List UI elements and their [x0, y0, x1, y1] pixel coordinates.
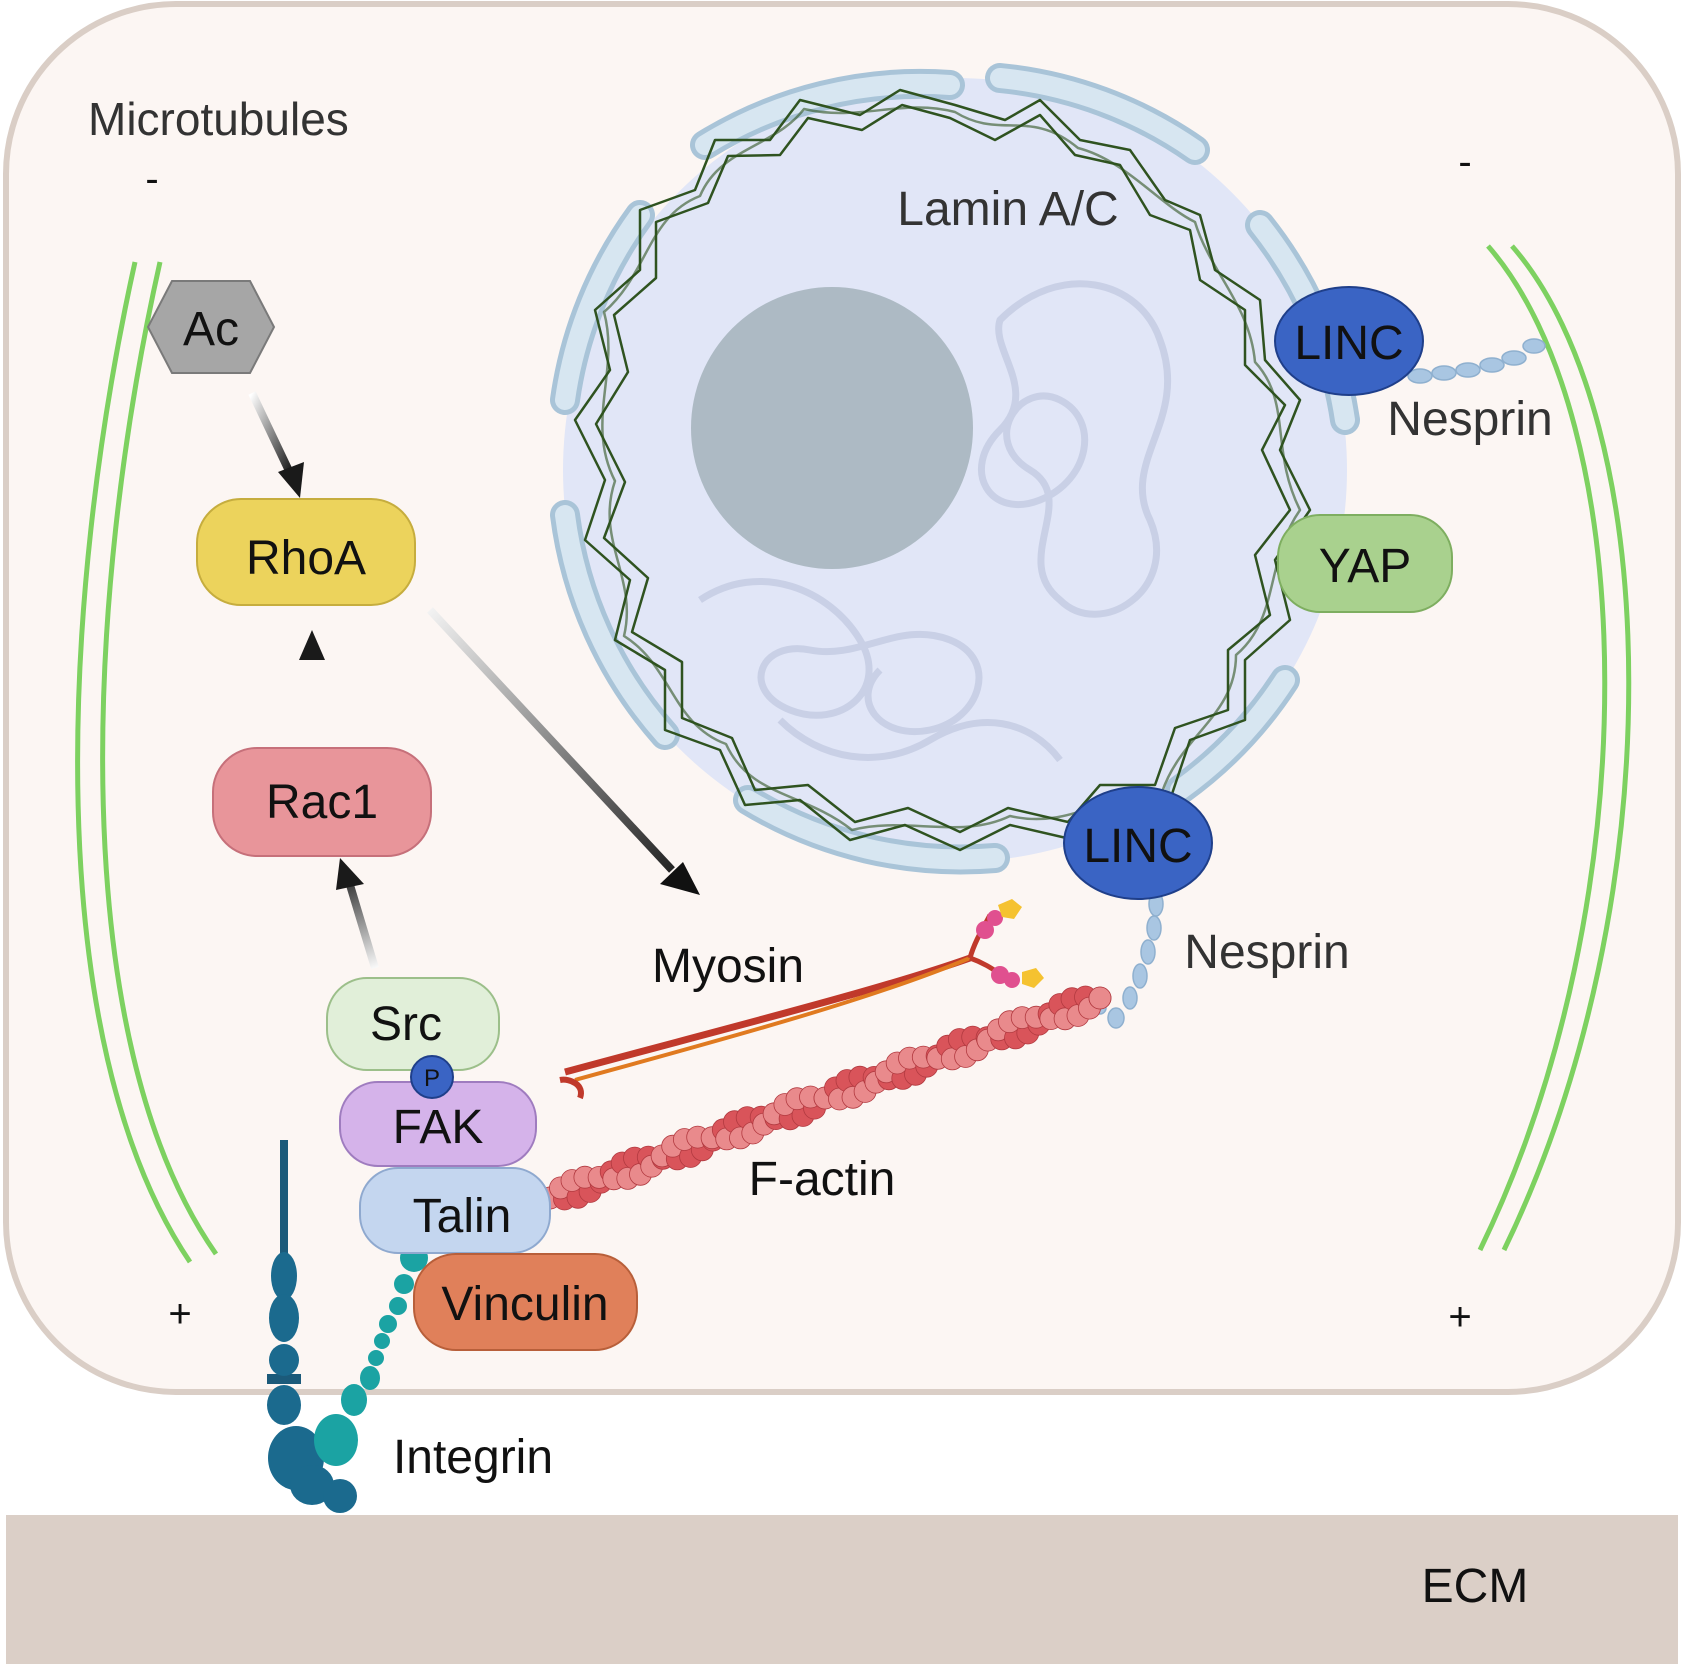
actin-bead: [1088, 986, 1112, 1010]
mt-plus-left: +: [168, 1292, 191, 1336]
arrow-rhoa-to-myosin: [427, 607, 700, 895]
integrin: [267, 1140, 428, 1513]
microtubule-right: [1477, 244, 1632, 1252]
lamin-label: Lamin A/C: [897, 183, 1118, 236]
ac-hexagon: Ac: [146, 280, 276, 374]
phospho-circle: P: [410, 1055, 454, 1099]
f-actin-label: F-actin: [749, 1153, 896, 1206]
microtubule-left: [75, 261, 219, 1264]
nucleolus: [691, 287, 973, 569]
src-label: Src: [370, 998, 442, 1051]
myosin-filament: [559, 899, 1044, 1100]
linc-bottom-label: LINC: [1083, 820, 1192, 873]
myosin-label: Myosin: [652, 940, 804, 993]
ac-label: Ac: [183, 303, 239, 356]
fak-box: FAK: [339, 1081, 537, 1167]
phospho-label: P: [424, 1065, 440, 1092]
talin-box: Talin: [359, 1167, 551, 1254]
linc-complex-bottom: LINC: [1063, 786, 1213, 900]
mt-minus-right: -: [1458, 140, 1471, 184]
nesprin-chain-bottom: [1093, 891, 1164, 1029]
linc-complex-top: LINC: [1274, 286, 1424, 396]
rhoa-label: RhoA: [246, 532, 366, 585]
microtubules-label: Microtubules: [88, 93, 349, 145]
yap-box: YAP: [1277, 514, 1453, 613]
arrow-rac1-to-rhoa: [299, 630, 325, 735]
vinculin-label: Vinculin: [441, 1278, 608, 1331]
rhoa-box: RhoA: [196, 498, 416, 606]
src-box: Src: [326, 977, 500, 1071]
ecm-layer: [6, 1515, 1678, 1664]
nesprin-top-label: Nesprin: [1387, 393, 1552, 446]
ecm-label: ECM: [1422, 1560, 1529, 1613]
vinculin-box: Vinculin: [413, 1253, 638, 1351]
rac1-box: Rac1: [212, 747, 432, 857]
arrow-src-to-rac1: [336, 858, 379, 970]
rac1-label: Rac1: [266, 776, 378, 829]
nuclear-lamina: [573, 88, 1312, 852]
nesprin-chain-top: [1407, 338, 1546, 384]
nesprin-bottom-label: Nesprin: [1184, 926, 1349, 979]
mt-minus-left: -: [145, 157, 158, 201]
linc-top-label: LINC: [1294, 317, 1403, 370]
integrin-label: Integrin: [393, 1431, 553, 1484]
mt-plus-right: +: [1448, 1295, 1471, 1339]
talin-label: Talin: [413, 1190, 512, 1243]
chromatin: [698, 280, 1172, 763]
arrow-ac-to-rhoa: [248, 391, 304, 498]
f-actin-filament: [538, 985, 1112, 1211]
yap-label: YAP: [1319, 540, 1411, 593]
fak-label: FAK: [393, 1101, 484, 1154]
